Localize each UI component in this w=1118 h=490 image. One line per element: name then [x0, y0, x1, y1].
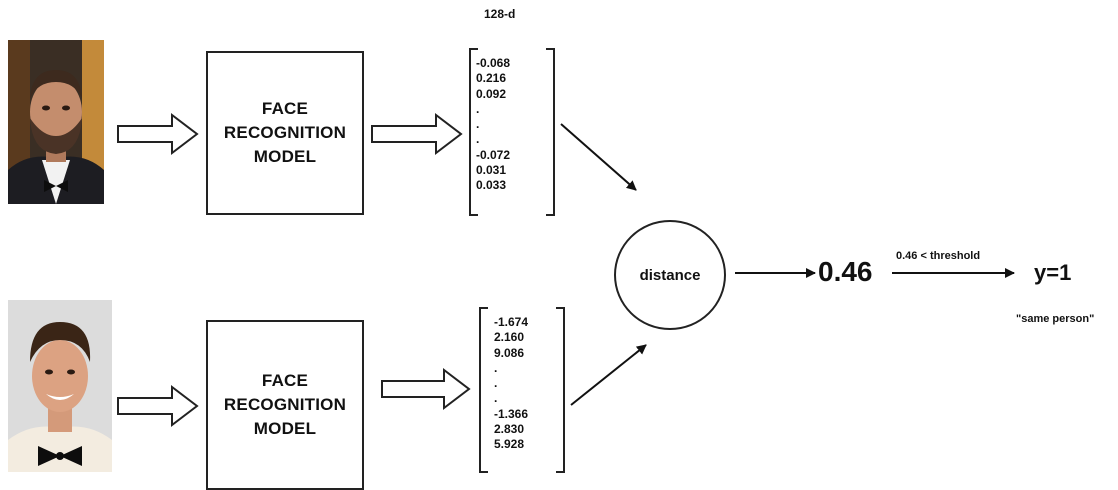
distance-node: distance: [614, 220, 726, 330]
model-label-1: FACE RECOGNITION MODEL: [223, 99, 347, 166]
threshold-comparison-label: 0.46 < threshold: [896, 250, 981, 262]
embedding-1-value: 0.092: [476, 86, 507, 101]
result-note: "same person": [1016, 313, 1095, 325]
embedding-1-ellipsis: .: [476, 101, 480, 116]
hollow-arrow-model2-to-embedding2: [381, 367, 471, 411]
embedding-1-ellipsis: .: [476, 117, 480, 132]
embedding-2-value: 5.928: [494, 437, 525, 452]
face-photo-2: [8, 300, 112, 472]
portrait-illustration-2: [8, 300, 112, 472]
face-recognition-model-box-1: FACE RECOGNITION MODEL: [206, 51, 364, 215]
face-photo-1: [8, 40, 104, 204]
embedding-1-value: 0.031: [476, 163, 507, 178]
embedding-1-value: -0.068: [476, 56, 511, 70]
distance-score: 0.46: [818, 256, 873, 287]
embedding-1-value: -0.072: [476, 147, 511, 162]
embedding-vector-2: -1.674 2.160 9.086 . . . -1.366 2.830 5.…: [494, 315, 528, 453]
embedding-vector-1: -0.068 0.216 0.092 . . . -0.072 0.031 0.…: [476, 56, 510, 194]
face-recognition-model-box-2: FACE RECOGNITION MODEL: [206, 320, 364, 490]
embedding-vector-1-brackets: [469, 48, 555, 216]
arrow-embedding2-to-distance: [570, 344, 647, 406]
embedding-1-value: 0.216: [476, 71, 507, 86]
model-label-2: FACE RECOGNITION MODEL: [223, 371, 347, 438]
embedding-1-value: 0.033: [476, 178, 507, 193]
embedding-2-ellipsis: .: [494, 376, 498, 391]
embedding-vector-2-brackets: [479, 307, 565, 473]
arrow-embedding1-to-distance: [560, 123, 637, 191]
hollow-arrow-model1-to-embedding1: [371, 112, 463, 156]
embedding-2-ellipsis: .: [494, 360, 498, 375]
portrait-illustration-1: [8, 40, 104, 204]
distance-label: distance: [639, 266, 701, 284]
embedding-2-ellipsis: .: [494, 391, 498, 406]
hollow-arrow-photo1-to-model1: [117, 112, 199, 156]
embedding-2-value: -1.674: [494, 315, 529, 329]
embedding-dims-label: 128-d: [484, 7, 516, 21]
embedding-2-value: 2.160: [494, 330, 525, 345]
embedding-2-value: 9.086: [494, 345, 525, 360]
embedding-1-ellipsis: .: [476, 132, 480, 147]
hollow-arrow-photo2-to-model2: [117, 384, 199, 428]
embedding-2-value: -1.366: [494, 406, 529, 421]
embedding-2-value: 2.830: [494, 422, 525, 437]
result-label: y=1: [1034, 260, 1072, 285]
